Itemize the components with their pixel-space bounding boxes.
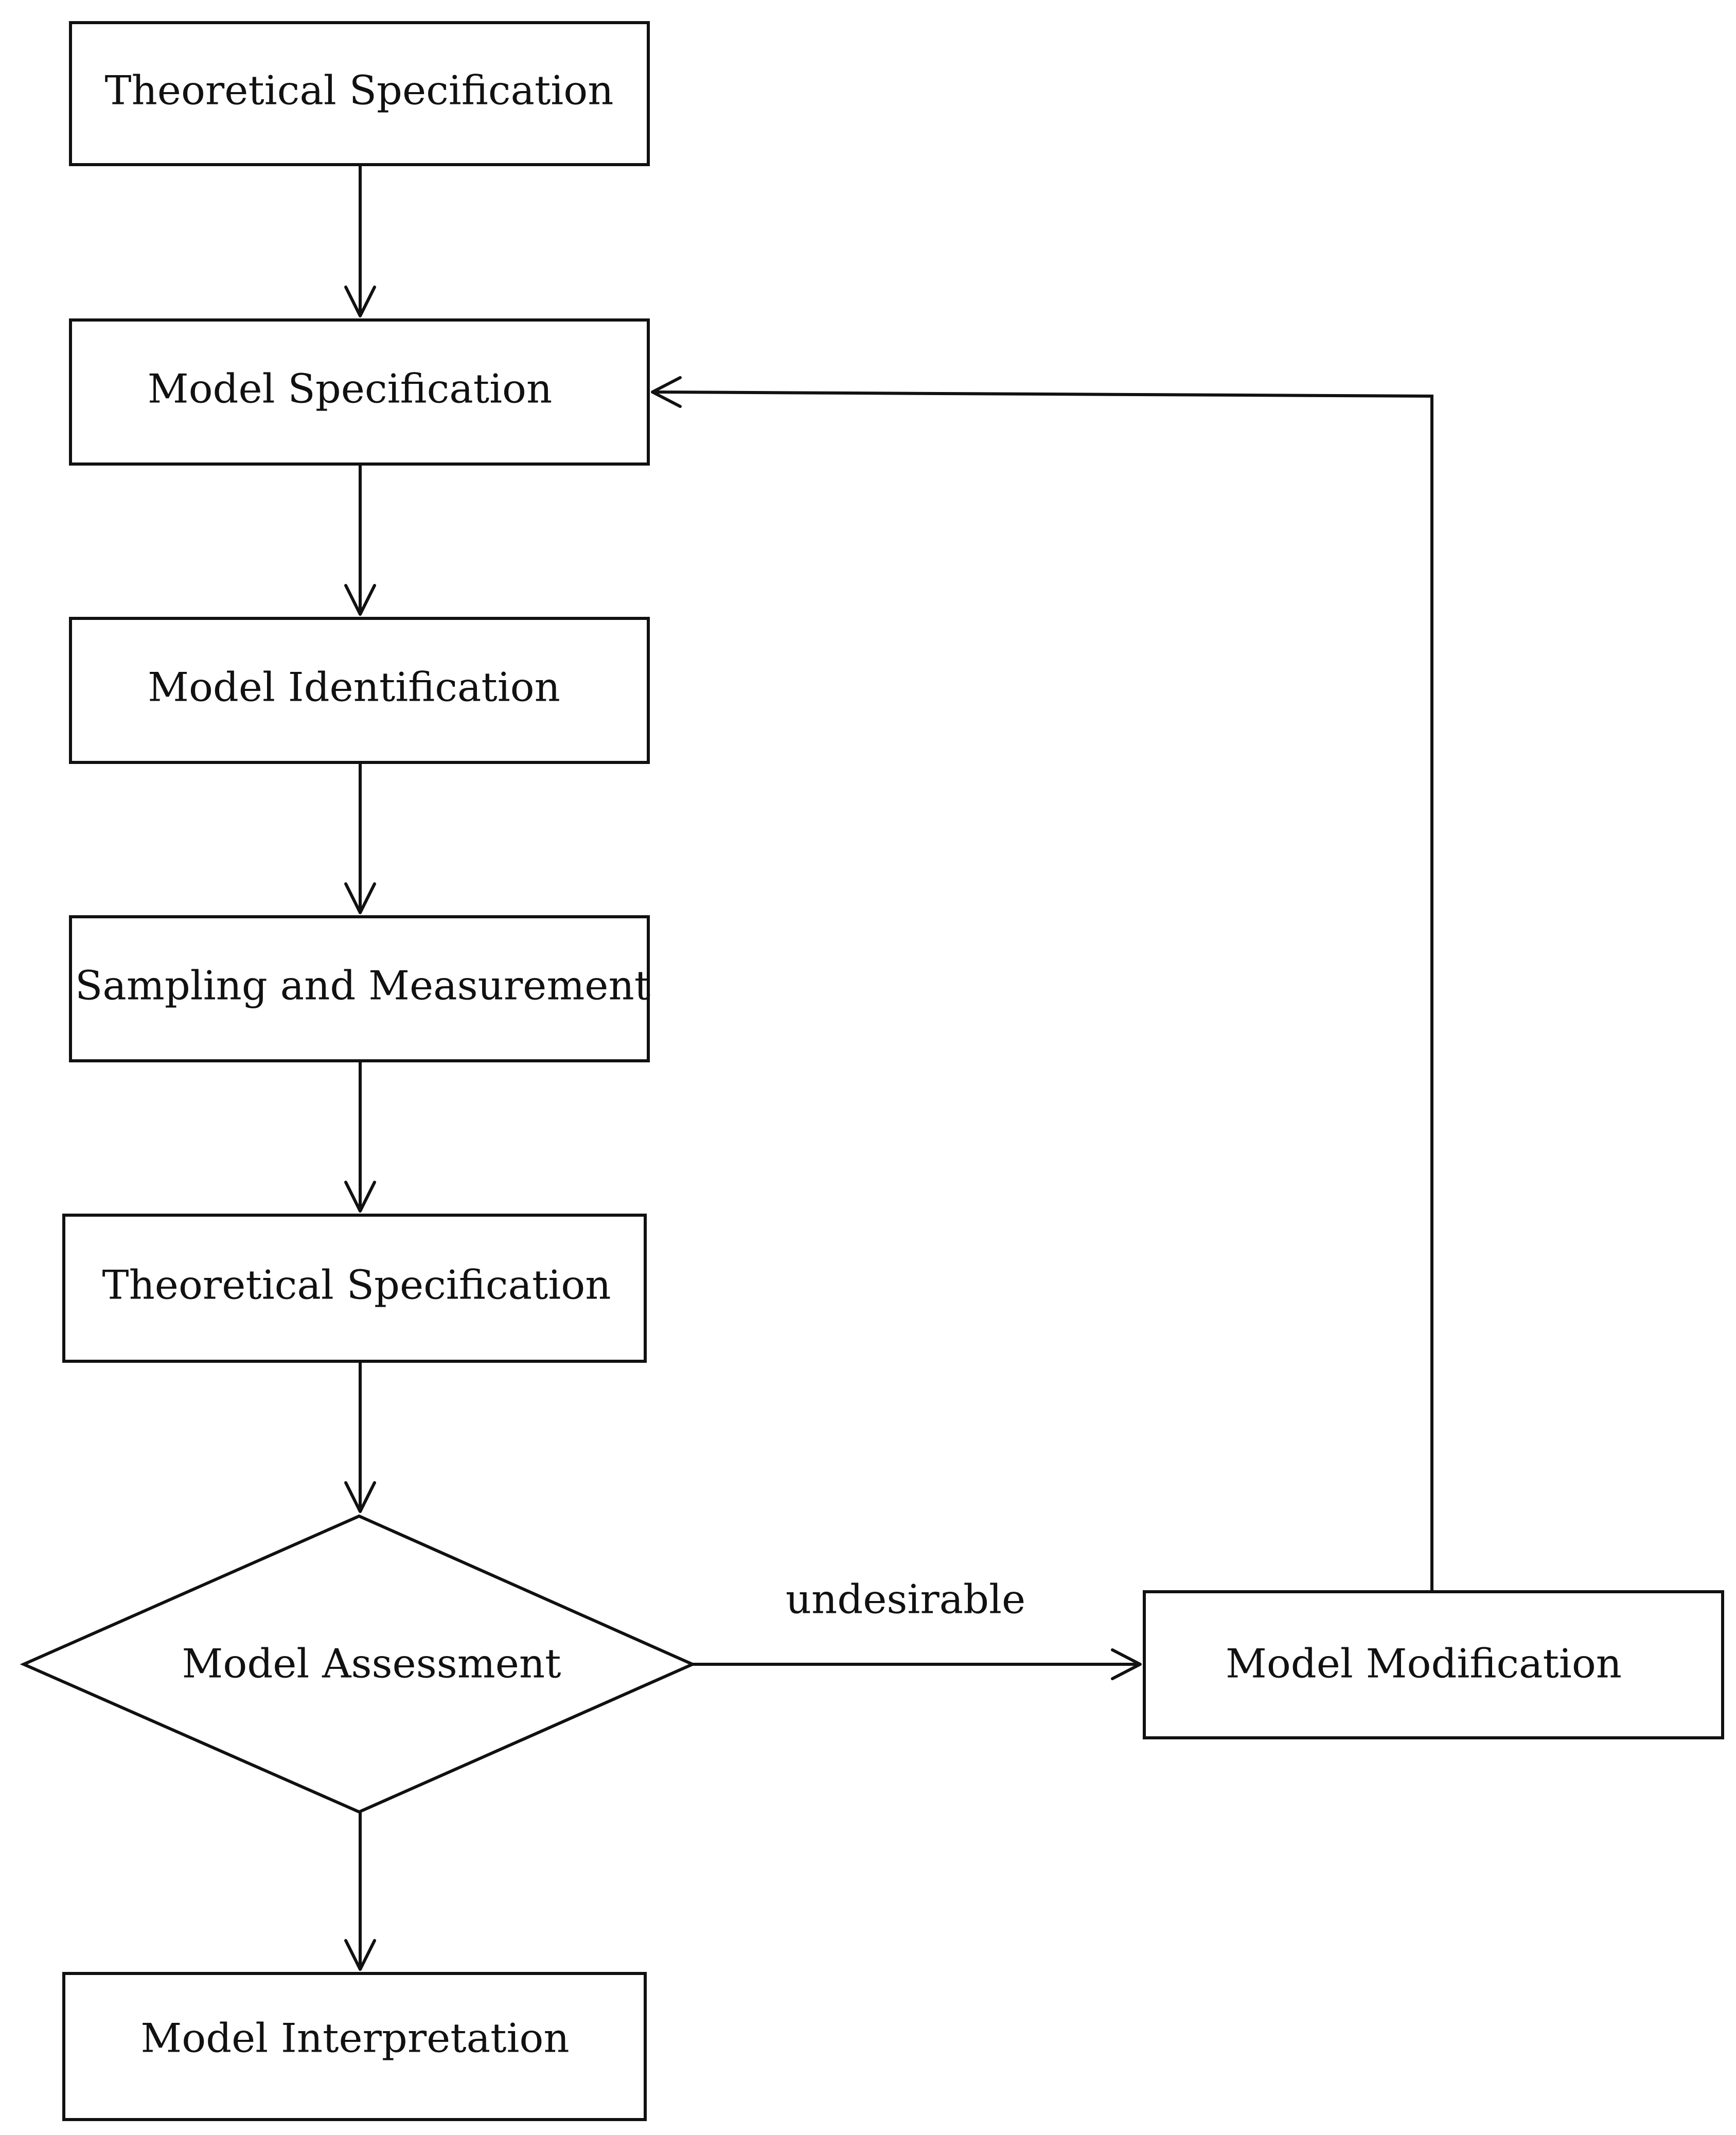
edge-specification-to-identification	[344, 464, 376, 616]
node-theoretical-specification-1-label: Theoretical Specification	[105, 68, 614, 114]
node-model-interpretation-label: Model Interpretation	[140, 2016, 569, 2062]
node-model-assessment: Model Assessment	[20, 1514, 697, 1814]
node-model-specification: Model Specification	[69, 318, 650, 466]
node-model-assessment-label: Model Assessment	[182, 1641, 561, 1687]
edge-identification-to-sampling	[344, 762, 376, 914]
node-model-identification: Model Identification	[69, 617, 650, 764]
edge-theoretical-to-model-specification	[344, 165, 376, 317]
edge-assessment-to-interpretation	[344, 1812, 376, 1971]
edge-assessment-to-modification: undesirable	[693, 1577, 1142, 1680]
edge-theoretical-to-assessment	[344, 1361, 376, 1513]
node-theoretical-specification-2: Theoretical Specification	[62, 1214, 647, 1363]
edge-modification-to-specification	[651, 376, 1433, 1592]
node-theoretical-specification-1: Theoretical Specification	[69, 21, 650, 166]
node-model-identification-label: Model Identification	[148, 665, 560, 711]
node-model-modification: Model Modification	[1143, 1590, 1724, 1739]
edge-sampling-to-theoretical-specification	[344, 1061, 376, 1213]
node-sampling-and-measurement-label: Sampling and Measurement	[75, 963, 650, 1009]
node-model-specification-label: Model Specification	[148, 366, 553, 413]
node-model-interpretation: Model Interpretation	[62, 1972, 647, 2121]
edge-label-undesirable: undesirable	[786, 1577, 1025, 1623]
node-sampling-and-measurement: Sampling and Measurement	[69, 915, 650, 1062]
node-theoretical-specification-2-label: Theoretical Specification	[102, 1262, 611, 1309]
node-model-modification-label: Model Modification	[1226, 1641, 1622, 1687]
